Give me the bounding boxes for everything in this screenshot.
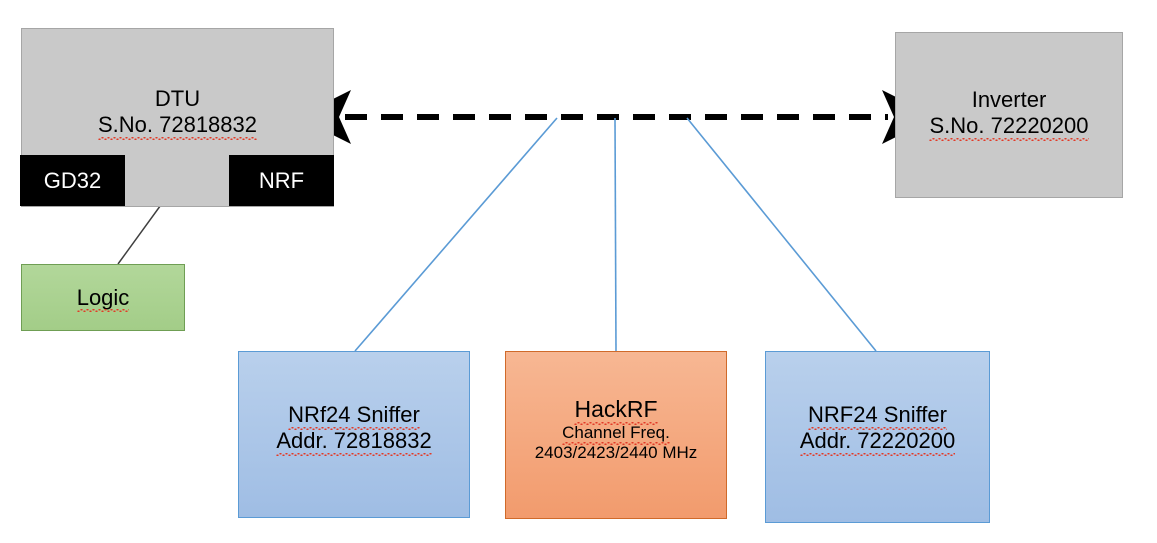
nrf-chip-block[interactable]: NRF (229, 155, 334, 206)
rf-link-to-hackrf (614, 117, 617, 352)
sniffer-left-addr-wrap: Addr. 72818832 (276, 427, 433, 456)
nrf-label: NRF (258, 167, 305, 193)
hackrf-channel-label: Channel Freq. (562, 423, 670, 446)
inverter-serial-text: S.No. 72220200 (929, 112, 1089, 141)
hackrf-frequencies: 2403/2423/2440 MHz (534, 443, 698, 463)
dtu-title: DTU (154, 86, 201, 111)
sniffer-right-block[interactable]: NRF24 Sniffer Addr. 72220200 (765, 351, 990, 523)
logic-label-wrap: Logic (76, 284, 130, 313)
sniffer-left-title-wrap: NRf24 Sniffer (288, 402, 420, 430)
dtu-serial: S.No. 72818832 (97, 111, 258, 140)
sniffer-right-addr-wrap: Addr. 72220200 (799, 427, 956, 456)
hackrf-title-wrap: HackRF (574, 396, 658, 426)
gd32-chip-block[interactable]: GD32 (20, 155, 125, 206)
hackrf-block[interactable]: HackRF Channel Freq. 2403/2423/2440 MHz (505, 351, 727, 519)
logic-label: Logic (76, 284, 130, 313)
sniffer-right-title: NRF24 Sniffer (808, 402, 947, 430)
sniffer-left-addr: Addr. 72818832 (276, 427, 433, 456)
inverter-title: Inverter (971, 87, 1047, 112)
hackrf-channel-label-wrap: Channel Freq. (562, 423, 670, 446)
logic-analyzer-block[interactable]: Logic (21, 264, 185, 331)
rf-link-to-sniffer-right (686, 117, 877, 352)
rf-link-to-sniffer-left (354, 117, 558, 352)
sniffer-left-title: NRf24 Sniffer (288, 402, 420, 430)
hackrf-title: HackRF (574, 396, 658, 426)
gd32-label: GD32 (43, 167, 102, 193)
sniffer-right-title-wrap: NRF24 Sniffer (808, 402, 947, 430)
dtu-serial-text: S.No. 72818832 (97, 111, 258, 140)
inverter-block[interactable]: Inverter S.No. 72220200 (895, 32, 1123, 198)
sniffer-right-addr: Addr. 72220200 (799, 427, 956, 456)
inverter-serial: S.No. 72220200 (929, 112, 1089, 141)
sniffer-left-block[interactable]: NRf24 Sniffer Addr. 72818832 (238, 351, 470, 518)
